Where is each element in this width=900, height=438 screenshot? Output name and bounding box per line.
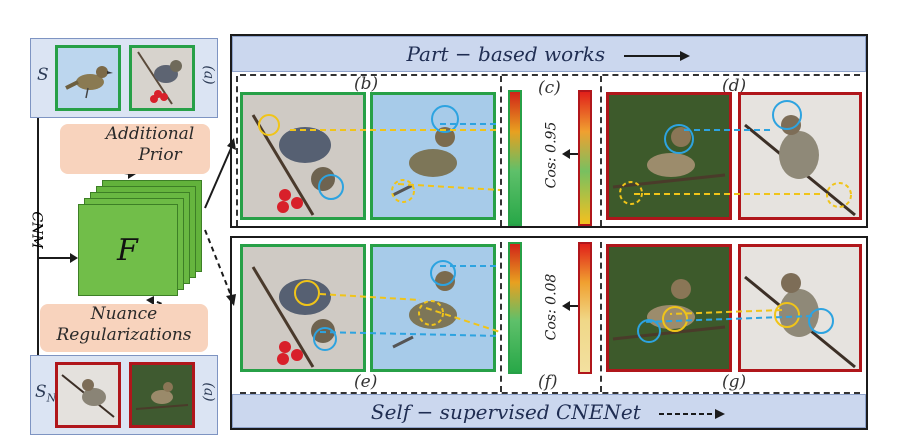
additional-prior-label: Additional Prior	[60, 124, 210, 174]
top-panel: Part − based works (b) (c) (d)	[230, 34, 868, 228]
set-s-label: S	[37, 65, 49, 85]
top-dash-line	[240, 74, 860, 76]
dashed-arrow-right-icon	[659, 408, 726, 419]
set-s-box: S (a)	[30, 38, 218, 118]
bottom-label-f: (f)	[538, 372, 558, 392]
top-dash-v2	[600, 76, 602, 226]
top-bird-d2	[738, 92, 862, 220]
bottom-dash-v1	[500, 242, 502, 392]
top-bar-d	[578, 90, 592, 226]
top-bird-b2	[370, 92, 496, 220]
set-sn-label: SN	[35, 382, 57, 405]
bird-icon	[612, 279, 726, 343]
bottom-label-e: (e)	[354, 372, 378, 392]
bottom-bird-g1	[606, 244, 732, 372]
top-header: Part − based works	[232, 36, 866, 72]
top-bird-b1	[240, 92, 366, 220]
bird-icon	[392, 260, 457, 349]
bottom-bar-e	[508, 242, 522, 374]
bird-icon	[251, 114, 344, 216]
bottom-label-g: (g)	[722, 372, 747, 392]
bottom-dash-v2	[600, 242, 602, 392]
bottom-bar-g	[578, 242, 592, 374]
set-sn-subscript: N	[46, 391, 57, 405]
set-sn-bird-1	[55, 362, 121, 428]
bottom-bird-e1	[240, 244, 366, 372]
arrow-left-icon	[562, 301, 578, 311]
f-cube-stack: F	[78, 180, 208, 298]
top-bar-c	[508, 90, 522, 226]
set-s-bird-1	[55, 45, 121, 111]
nuance-line-2: Regularizations	[56, 325, 192, 345]
bird-icon	[65, 66, 113, 99]
top-label-c: (c)	[538, 78, 561, 98]
cnm-label: CNM	[28, 211, 45, 249]
set-s-bird-2	[129, 45, 195, 111]
top-label-b: (b)	[354, 74, 379, 94]
bottom-footer: Self − supervised CNENet	[232, 394, 866, 428]
top-dash-left	[236, 76, 238, 226]
bottom-bird-e2	[370, 244, 496, 372]
arrow-right-icon	[623, 50, 690, 61]
arrow-left-icon	[562, 149, 578, 159]
bird-icon	[61, 374, 115, 418]
bottom-panel: Cos: 0.08 (e) (f) (g) Self − supervised …	[230, 236, 868, 430]
bottom-footer-text: Self − supervised CNENet	[370, 400, 641, 424]
bottom-match-lines	[319, 265, 813, 337]
bird-icon	[137, 51, 182, 105]
bird-icon	[744, 100, 856, 217]
bird-icon	[135, 382, 189, 410]
f-layer-1: F	[78, 204, 178, 296]
top-dash-v1	[500, 76, 502, 226]
set-sn-bird-2	[129, 362, 195, 428]
nuance-regularizations-label: Nuance Regularizations	[40, 304, 208, 352]
bottom-bird-g2	[738, 244, 862, 372]
nuance-line-1: Nuance	[90, 304, 158, 324]
top-label-d: (d)	[722, 76, 747, 96]
bird-icon	[251, 266, 337, 368]
bird-icon	[744, 273, 856, 369]
additional-prior-line-1: Additional	[105, 124, 195, 144]
bird-icon	[391, 105, 459, 203]
bird-icon	[612, 124, 726, 205]
top-bird-d1	[606, 92, 732, 220]
additional-prior-line-2: Prior	[138, 145, 182, 165]
top-header-text: Part − based works	[406, 42, 606, 66]
top-match-lines	[290, 123, 820, 195]
set-sn-box: SN (a)	[30, 355, 218, 435]
bottom-dash-line	[240, 392, 860, 394]
f-label: F	[117, 233, 138, 268]
